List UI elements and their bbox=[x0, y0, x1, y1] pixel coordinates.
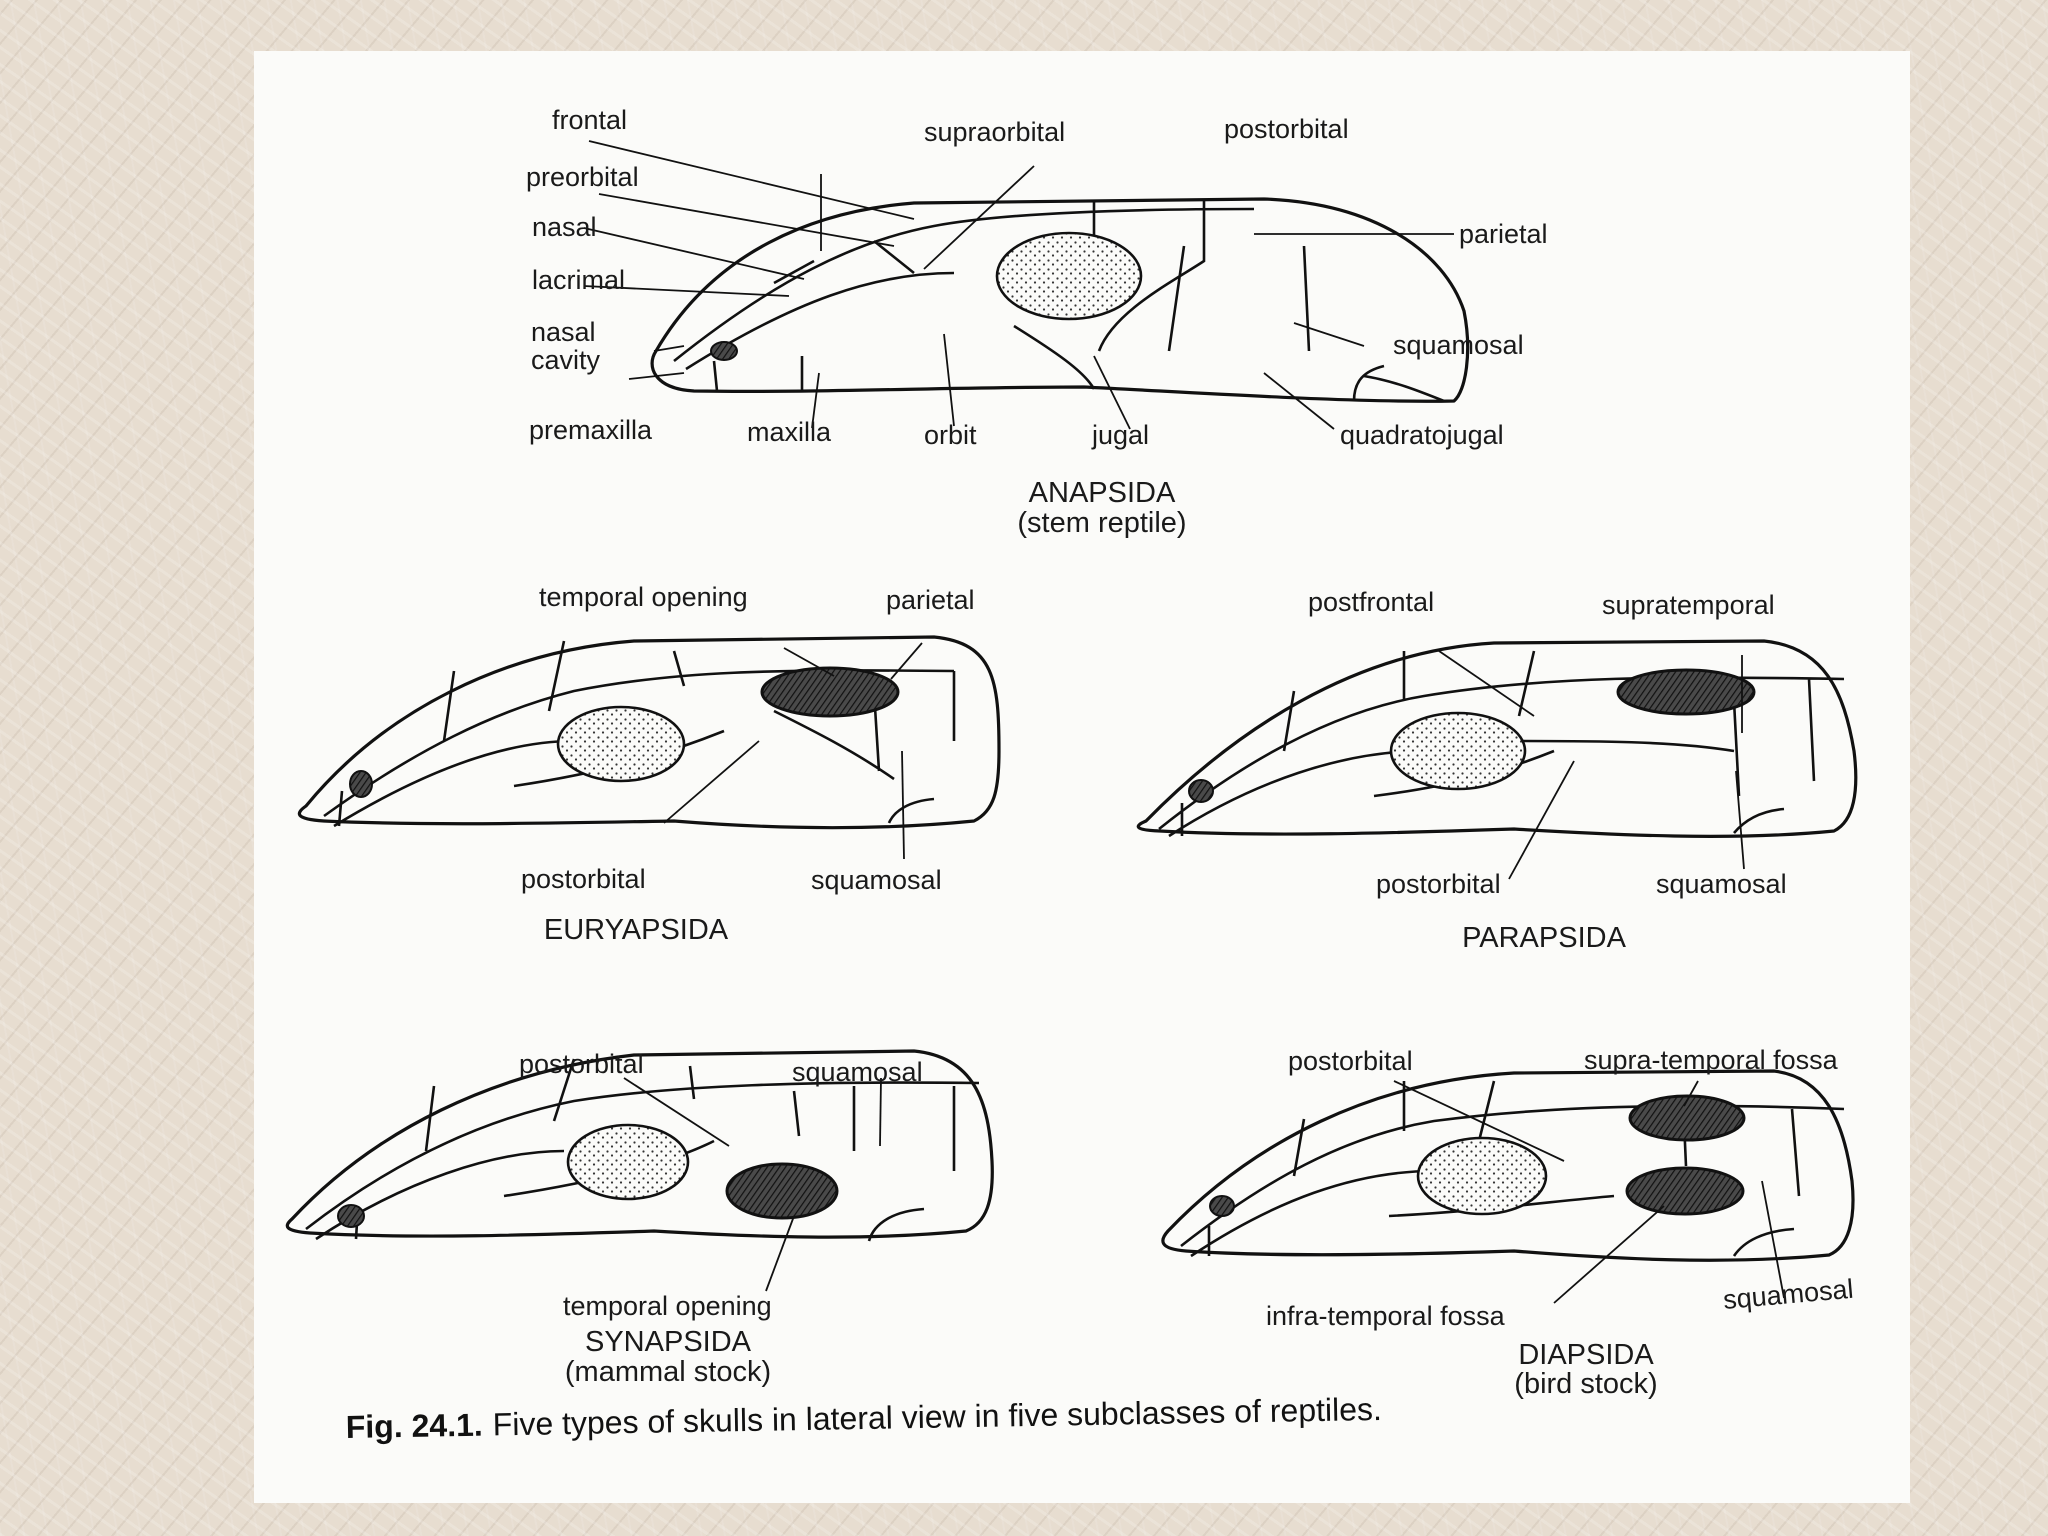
parapsida-labels: postfrontal supratemporal postorbital sq… bbox=[1308, 587, 1787, 954]
euryapsida-labels: temporal opening parietal postorbital sq… bbox=[521, 582, 975, 946]
euryapsida-title: EURYAPSIDA bbox=[544, 914, 729, 946]
parapsida-supratemporal-opening bbox=[1616, 668, 1756, 716]
caption-prefix: Fig. 24.1. bbox=[345, 1407, 483, 1445]
anapsida-leaders bbox=[583, 140, 1454, 430]
caption-body: Five types of skulls in lateral view in … bbox=[492, 1391, 1382, 1443]
label-squamosal-syn: squamosal bbox=[792, 1057, 923, 1087]
label-temporal-opening-syn: temporal opening bbox=[563, 1291, 772, 1321]
caption-text: Fig. 24.1.Five types of skulls in latera… bbox=[345, 1391, 1382, 1445]
euryapsida-temporal-opening bbox=[760, 666, 900, 718]
diapsida-leaders bbox=[1393, 1080, 1785, 1304]
parapsida-leaders bbox=[1438, 650, 1745, 880]
synapsida-orbit bbox=[566, 1123, 690, 1201]
label-nasal-cavity-line1: nasal bbox=[531, 317, 596, 347]
anapsida-orbit bbox=[995, 231, 1143, 321]
label-orbit: orbit bbox=[924, 420, 977, 450]
diapsida-title: DIAPSIDA bbox=[1518, 1339, 1654, 1371]
label-postfrontal: postfrontal bbox=[1308, 587, 1434, 617]
diapsida-orbit bbox=[1416, 1136, 1548, 1216]
label-squamosal: squamosal bbox=[1393, 330, 1524, 360]
label-supratemporal: supratemporal bbox=[1602, 590, 1775, 620]
label-postorbital-top: postorbital bbox=[1224, 114, 1349, 144]
label-postorbital-syn: postorbital bbox=[519, 1049, 644, 1079]
figure-panel: frontal supraorbital postorbital preorbi… bbox=[254, 51, 1910, 1503]
skull-figure: frontal supraorbital postorbital preorbi… bbox=[285, 105, 1858, 1445]
label-postorbital-eury: postorbital bbox=[521, 864, 646, 894]
parapsida-outline bbox=[1136, 639, 1858, 838]
synapsida-skull bbox=[285, 1049, 994, 1242]
label-nasal-cavity-line2: cavity bbox=[531, 345, 601, 375]
label-parietal: parietal bbox=[1459, 219, 1548, 249]
parapsida-skull bbox=[1136, 639, 1858, 838]
anapsida-nasal-opening bbox=[710, 341, 738, 361]
label-squamosal-eury: squamosal bbox=[811, 865, 942, 895]
label-lacrimal: lacrimal bbox=[532, 265, 625, 295]
synapsida-subtitle: (mammal stock) bbox=[565, 1356, 771, 1388]
label-temporal-opening-eury: temporal opening bbox=[539, 582, 748, 612]
euryapsida-skull bbox=[297, 635, 1001, 830]
synapsida-outline bbox=[285, 1049, 994, 1239]
label-parietal-eury: parietal bbox=[886, 585, 975, 615]
label-jugal: jugal bbox=[1091, 420, 1149, 450]
label-infra-temporal-fossa: infra-temporal fossa bbox=[1266, 1301, 1506, 1331]
label-maxilla: maxilla bbox=[747, 417, 832, 447]
parapsida-nasal-opening bbox=[1188, 779, 1214, 803]
euryapsida-outline bbox=[297, 635, 1001, 830]
label-squamosal-dia: squamosal bbox=[1722, 1274, 1855, 1315]
anapsida-subtitle: (stem reptile) bbox=[1017, 507, 1186, 539]
label-squamosal-para: squamosal bbox=[1656, 869, 1787, 899]
parapsida-orbit bbox=[1389, 711, 1527, 791]
synapsida-leaders bbox=[623, 1077, 882, 1292]
label-quadratojugal: quadratojugal bbox=[1340, 420, 1504, 450]
label-postorbital-para: postorbital bbox=[1376, 869, 1501, 899]
diapsida-supra-temporal-fossa bbox=[1628, 1094, 1746, 1142]
anapsida-outline bbox=[650, 197, 1470, 403]
label-frontal: frontal bbox=[552, 105, 627, 135]
synapsida-nasal-opening bbox=[337, 1204, 365, 1228]
synapsida-title: SYNAPSIDA bbox=[585, 1326, 752, 1358]
label-supraorbital: supraorbital bbox=[924, 117, 1065, 147]
euryapsida-orbit bbox=[556, 705, 686, 783]
label-supra-temporal-fossa: supra-temporal fossa bbox=[1584, 1045, 1839, 1075]
synapsida-labels: postorbital squamosal temporal opening S… bbox=[519, 1049, 923, 1388]
diapsida-skull bbox=[1161, 1069, 1855, 1262]
parapsida-title: PARAPSIDA bbox=[1462, 922, 1627, 954]
anapsida-labels: frontal supraorbital postorbital preorbi… bbox=[526, 105, 1548, 539]
diapsida-subtitle: (bird stock) bbox=[1514, 1368, 1657, 1400]
synapsida-temporal-opening bbox=[725, 1162, 839, 1220]
diapsida-infra-temporal-fossa bbox=[1625, 1166, 1745, 1216]
label-preorbital: preorbital bbox=[526, 162, 639, 192]
euryapsida-leaders bbox=[663, 642, 923, 860]
diapsida-outline bbox=[1161, 1069, 1855, 1262]
label-nasal: nasal bbox=[532, 212, 597, 242]
diapsida-labels: postorbital supra-temporal fossa infra-t… bbox=[1266, 1045, 1855, 1400]
diapsida-nasal-opening bbox=[1209, 1195, 1235, 1217]
figure-caption: Fig. 24.1.Five types of skulls in latera… bbox=[345, 1391, 1382, 1445]
label-premaxilla: premaxilla bbox=[529, 415, 653, 445]
label-postorbital-dia: postorbital bbox=[1288, 1046, 1413, 1076]
euryapsida-nasal-opening bbox=[349, 770, 373, 798]
anapsida-title: ANAPSIDA bbox=[1029, 477, 1176, 509]
anapsida-skull bbox=[650, 197, 1470, 403]
